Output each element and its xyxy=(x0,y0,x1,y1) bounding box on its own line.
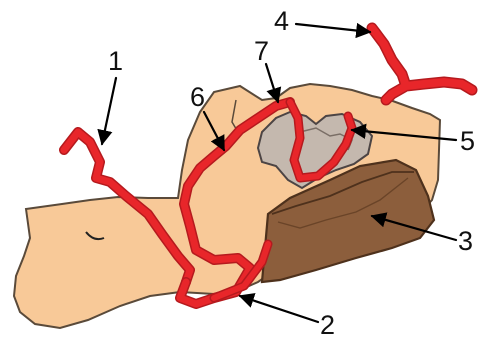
leader-4 xyxy=(296,24,370,32)
label-4: 4 xyxy=(274,6,289,36)
label-5: 5 xyxy=(460,126,475,156)
leader-7 xyxy=(266,64,278,102)
label-6: 6 xyxy=(190,82,205,112)
leader-2 xyxy=(240,296,318,322)
label-7: 7 xyxy=(254,36,269,66)
vessel-4-shadow xyxy=(372,28,472,100)
label-2: 2 xyxy=(320,310,335,340)
label-1: 1 xyxy=(108,46,123,76)
label-3: 3 xyxy=(458,226,473,256)
leader-1 xyxy=(102,78,116,144)
